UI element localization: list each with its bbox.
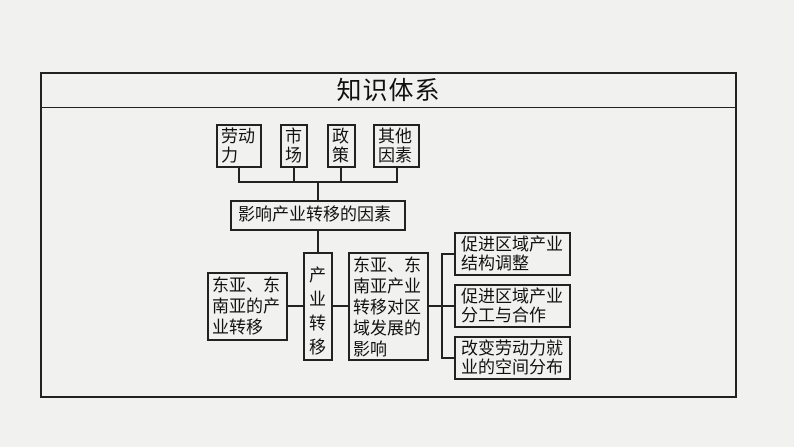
connector xyxy=(441,305,455,307)
factor-other: 其他因素 xyxy=(373,124,420,168)
connector xyxy=(441,253,455,255)
connector xyxy=(441,357,455,359)
effect-structure: 促进区域产业结构调整 xyxy=(454,232,571,276)
connector xyxy=(396,168,398,183)
left-box: 东亚、东南亚的产业转移 xyxy=(207,272,288,341)
factor-market: 市场 xyxy=(280,124,308,168)
factor-policy: 政策 xyxy=(327,124,356,168)
factors-box: 影响产业转移的因素 xyxy=(230,200,406,231)
connector xyxy=(340,168,342,183)
connector xyxy=(317,231,319,253)
connector xyxy=(317,181,319,201)
connector xyxy=(238,168,240,183)
connector xyxy=(429,305,443,307)
connector xyxy=(333,305,349,307)
diagram-frame xyxy=(40,72,737,398)
impact-box: 东亚、东南亚产业转移对区域发展的影响 xyxy=(348,252,429,361)
factor-labor: 劳动力 xyxy=(216,124,262,168)
connector xyxy=(293,168,295,183)
center-box: 产业转移 xyxy=(303,252,333,361)
connector xyxy=(288,305,304,307)
page-title: 知识体系 xyxy=(336,76,441,105)
effect-cooperation: 促进区域产业分工与合作 xyxy=(454,284,571,328)
effect-employment: 改变劳动力就业的空间分布 xyxy=(454,336,571,380)
title-divider xyxy=(40,107,737,108)
